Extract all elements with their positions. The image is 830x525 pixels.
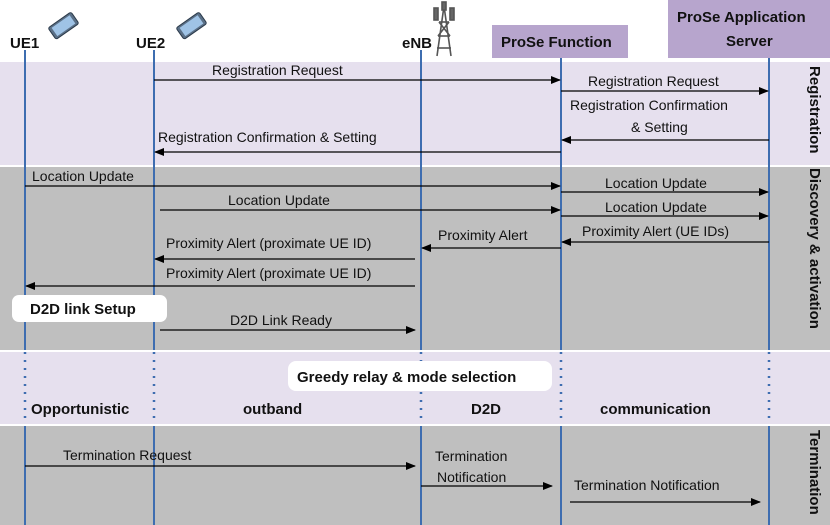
greedy-relay-label: Greedy relay & mode selection (297, 369, 516, 386)
msg-label-15-line1: Termination (435, 448, 507, 464)
ue2-phone-icon (176, 12, 207, 40)
comm-label-outband: outband (243, 401, 302, 418)
msg-label-13: D2D Link Ready (230, 312, 332, 328)
msg-label-7: Location Update (228, 192, 330, 208)
ue1-phone-icon (48, 12, 79, 40)
msg-label-9: Proximity Alert (UE IDs) (582, 223, 729, 239)
d2d-setup-label: D2D link Setup (30, 301, 136, 318)
msg-label-11: Proximity Alert (proximate UE ID) (166, 235, 371, 251)
msg-label-2: Registration Request (588, 73, 719, 89)
comm-label-opportunistic: Opportunistic (31, 401, 129, 418)
lifelines (24, 50, 770, 525)
msg-label-1: Registration Request (212, 62, 343, 78)
msg-label-3-line1: Registration Confirmation (570, 97, 728, 113)
messages (25, 76, 769, 506)
prose-app-server-label-line2: Server (726, 33, 773, 50)
prose-app-server-label-line1: ProSe Application (677, 9, 806, 26)
enb-label: eNB (402, 35, 432, 52)
comm-label-d2d: D2D (471, 401, 501, 418)
comm-label-communication: communication (600, 401, 711, 418)
termination-band (0, 426, 830, 525)
msg-label-8: Location Update (605, 199, 707, 215)
msg-label-16: Termination Notification (574, 477, 720, 493)
msg-label-5: Location Update (32, 168, 134, 184)
phase-label-termination: Termination (806, 430, 823, 515)
prose-function-header-box (492, 25, 628, 58)
msg-label-6: Location Update (605, 175, 707, 191)
ue1-label: UE1 (10, 35, 39, 52)
prose-function-label: ProSe Function (501, 34, 612, 51)
msg-label-14: Termination Request (63, 447, 192, 463)
greedy-relay-box (288, 361, 552, 391)
msg-label-4: Registration Confirmation & Setting (158, 129, 377, 145)
msg-label-3-line2: & Setting (631, 119, 688, 135)
msg-label-10: Proximity Alert (438, 227, 528, 243)
phase-label-discovery: Discovery & activation (806, 168, 823, 329)
phase-label-registration: Registration (806, 66, 823, 154)
registration-band (0, 62, 830, 165)
d2d-setup-box (12, 295, 167, 322)
ue2-label: UE2 (136, 35, 165, 52)
cell-tower-icon (433, 1, 455, 57)
prose-app-server-header-box (668, 0, 830, 58)
msg-label-15-line2: Notification (437, 469, 506, 485)
msg-label-12: Proximity Alert (proximate UE ID) (166, 265, 371, 281)
